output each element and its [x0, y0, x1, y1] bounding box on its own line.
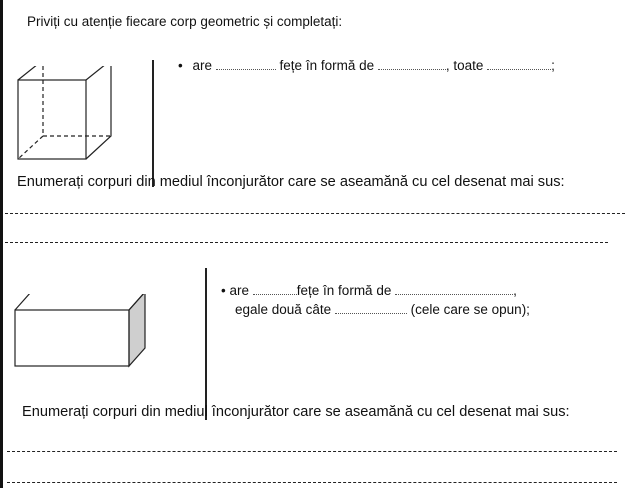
bullet: •	[221, 283, 226, 298]
faces-property-blank[interactable]	[487, 57, 552, 70]
faces-count-blank[interactable]	[252, 282, 297, 295]
pairs-blank[interactable]	[334, 301, 407, 314]
prism-statement-line1: • are fețe în formă de ,	[221, 282, 517, 298]
left-border	[0, 0, 3, 488]
bullet: •	[178, 58, 183, 73]
enumerate-prompt-1: Enumerați corpuri din mediul înconjurăto…	[17, 174, 565, 190]
faces-count-blank[interactable]	[215, 57, 276, 70]
answer-line-2[interactable]	[5, 242, 608, 243]
answer-line-1[interactable]	[5, 213, 625, 214]
rectangular-prism-drawing	[14, 294, 146, 368]
prism-statement-line2: egale două câte (cele care se opun);	[235, 301, 530, 317]
divider-prism	[205, 268, 207, 420]
face-shape-blank[interactable]	[395, 282, 514, 295]
cube-statement: • are fețe în formă de , toate ;	[178, 57, 555, 73]
face-shape-blank[interactable]	[377, 57, 446, 70]
worksheet-title: Priviți cu atenție fiecare corp geometri…	[27, 14, 343, 29]
cube-drawing	[17, 66, 112, 160]
answer-line-3[interactable]	[7, 451, 617, 452]
divider-cube	[152, 60, 154, 187]
answer-line-4[interactable]	[7, 482, 617, 483]
enumerate-prompt-2: Enumerați corpuri din mediul înconjurăto…	[22, 404, 570, 420]
